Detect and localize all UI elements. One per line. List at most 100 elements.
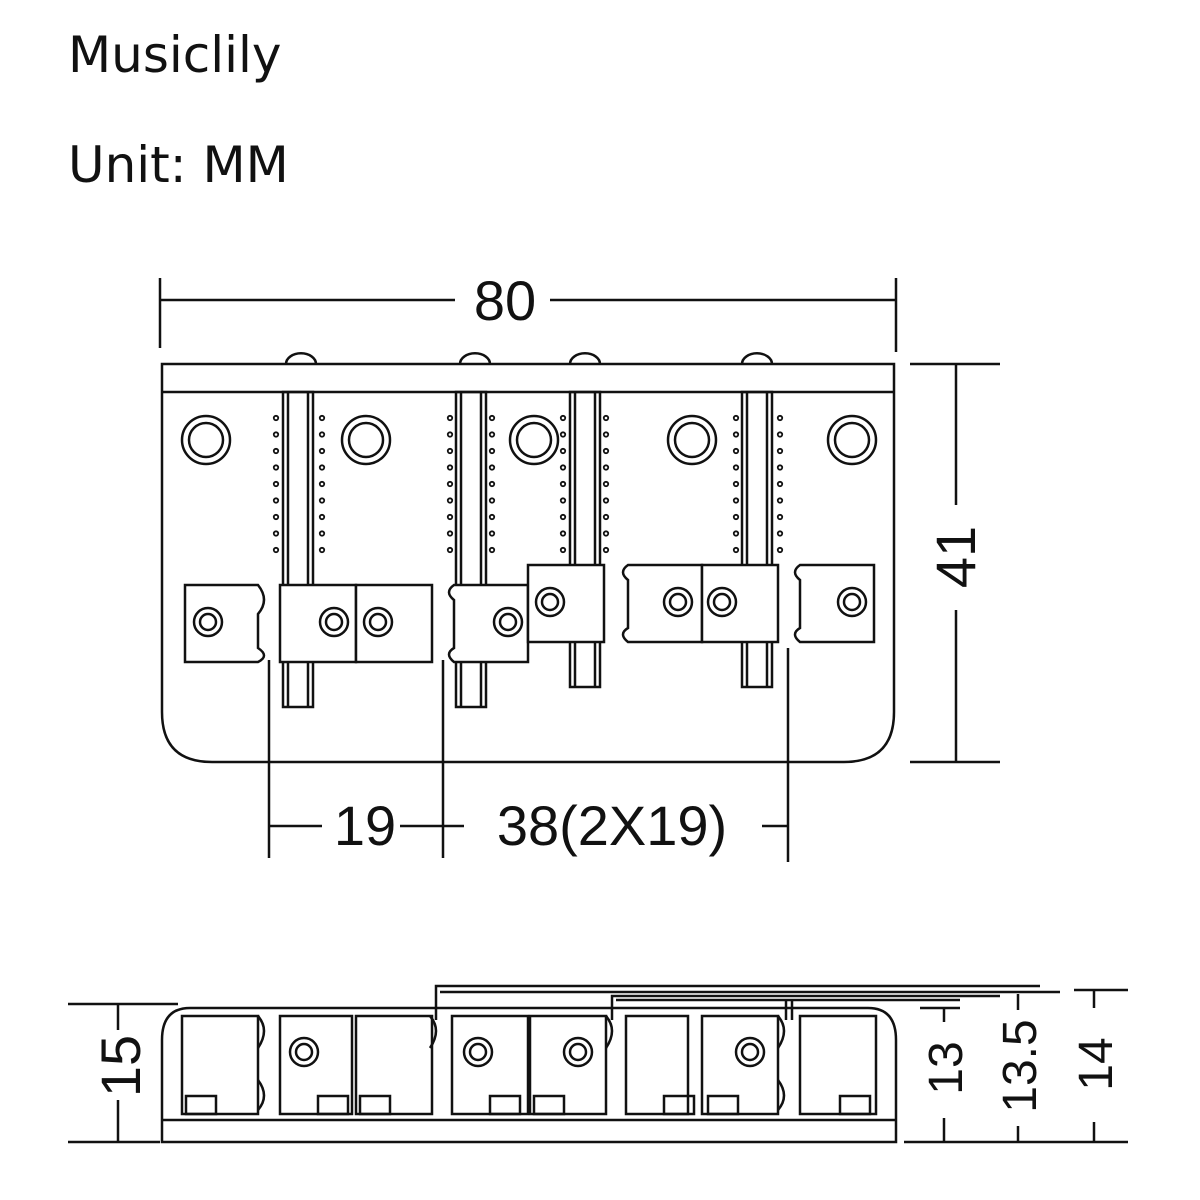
mounting-holes xyxy=(180,414,878,466)
side-feet xyxy=(184,1094,872,1116)
height-value: 41 xyxy=(924,526,987,588)
perforation-dot xyxy=(272,447,280,455)
perforation-dot xyxy=(776,546,784,554)
perforation-dot xyxy=(488,546,496,554)
perforation-dot xyxy=(272,414,280,422)
perforation-dot xyxy=(272,497,280,504)
perforation-dot xyxy=(732,513,740,521)
base-plate xyxy=(160,362,896,764)
perforation-dot xyxy=(559,546,567,554)
perforation-dot xyxy=(446,513,454,521)
perforation-dot xyxy=(602,464,610,471)
saddles-left xyxy=(183,583,530,664)
height-dimension: 41 xyxy=(910,362,1000,764)
perforation-dot xyxy=(559,497,567,504)
perforation-dot xyxy=(559,464,567,471)
perforation-dot xyxy=(732,414,740,422)
perforation-dot xyxy=(272,513,280,521)
perforation-dot xyxy=(446,414,454,422)
perforation-dot xyxy=(488,497,496,504)
perforation-dot xyxy=(732,431,740,438)
perforation-dot xyxy=(446,431,454,438)
side-height-value: 15 xyxy=(89,1035,152,1097)
dot-rows xyxy=(272,414,784,554)
perforation-dot xyxy=(318,431,326,438)
perforation-dot xyxy=(488,530,496,537)
perforation-dot xyxy=(272,480,280,488)
side-rails xyxy=(434,984,1060,1020)
total-spacing-value: 38(2X19) xyxy=(497,794,727,857)
perforation-dot xyxy=(446,447,454,455)
perforation-dot xyxy=(602,530,610,537)
perforation-dot xyxy=(602,513,610,521)
perforation-dot xyxy=(318,513,326,521)
perforation-dot xyxy=(559,431,567,438)
perforation-dot xyxy=(446,530,454,537)
perforation-dot xyxy=(318,414,326,422)
perforation-dot xyxy=(559,414,567,422)
perforation-dot xyxy=(776,497,784,504)
perforation-dot xyxy=(602,447,610,455)
perforation-dot xyxy=(272,431,280,438)
width-dimension: 80 xyxy=(158,269,898,352)
perforation-dot xyxy=(602,480,610,488)
perforation-dot xyxy=(776,480,784,488)
side-right-dimensions: 13 13.5 14 xyxy=(904,988,1128,1144)
side-view: 15 13 13.5 14 xyxy=(68,984,1128,1144)
side-body xyxy=(160,1006,898,1144)
dim-13-5-value: 13.5 xyxy=(994,1019,1047,1112)
perforation-dot xyxy=(732,546,740,554)
perforation-dot xyxy=(446,546,454,554)
perforation-dot xyxy=(732,480,740,488)
dim-13-value: 13 xyxy=(920,1041,973,1094)
perforation-dot xyxy=(446,497,454,504)
perforation-dot xyxy=(776,530,784,537)
perforation-dot xyxy=(318,464,326,471)
unit-label: Unit: MM xyxy=(68,136,289,194)
perforation-dot xyxy=(488,464,496,471)
spacing-dimension: 19 38(2X19) xyxy=(267,648,790,862)
brand-label: Musiclily xyxy=(68,26,282,84)
perforation-dot xyxy=(318,480,326,488)
perforation-dot xyxy=(559,513,567,521)
perforation-dot xyxy=(488,431,496,438)
top-view: 80 xyxy=(158,269,1000,862)
side-saddles xyxy=(180,1014,878,1116)
perforation-dot xyxy=(602,546,610,554)
perforation-dot xyxy=(488,447,496,455)
perforation-dot xyxy=(602,431,610,438)
perforation-dot xyxy=(272,464,280,471)
perforation-dot xyxy=(272,530,280,537)
perforation-dot xyxy=(488,513,496,521)
perforation-dot xyxy=(776,464,784,471)
saddles-right xyxy=(526,563,876,644)
perforation-dot xyxy=(776,431,784,438)
perforation-dot xyxy=(776,447,784,455)
perforation-dot xyxy=(318,530,326,537)
perforation-dot xyxy=(488,480,496,488)
perforation-dot xyxy=(446,480,454,488)
perforation-dot xyxy=(559,447,567,455)
perforation-dot xyxy=(318,497,326,504)
perforation-dot xyxy=(732,497,740,504)
perforation-dot xyxy=(318,447,326,455)
perforation-dot xyxy=(732,447,740,455)
perforation-dot xyxy=(446,464,454,471)
perforation-dot xyxy=(602,414,610,422)
dim-14-value: 14 xyxy=(1070,1037,1123,1090)
perforation-dot xyxy=(776,414,784,422)
width-value: 80 xyxy=(474,269,536,332)
perforation-dot xyxy=(488,414,496,422)
perforation-dot xyxy=(272,546,280,554)
perforation-dot xyxy=(602,497,610,504)
perforation-dot xyxy=(559,480,567,488)
first-spacing-value: 19 xyxy=(334,794,396,857)
perforation-dot xyxy=(732,530,740,537)
perforation-dot xyxy=(318,546,326,554)
screw-slots xyxy=(281,390,774,709)
perforation-dot xyxy=(776,513,784,521)
perforation-dot xyxy=(732,464,740,471)
side-left-dimension: 15 xyxy=(68,1002,178,1144)
perforation-dot xyxy=(559,530,567,537)
